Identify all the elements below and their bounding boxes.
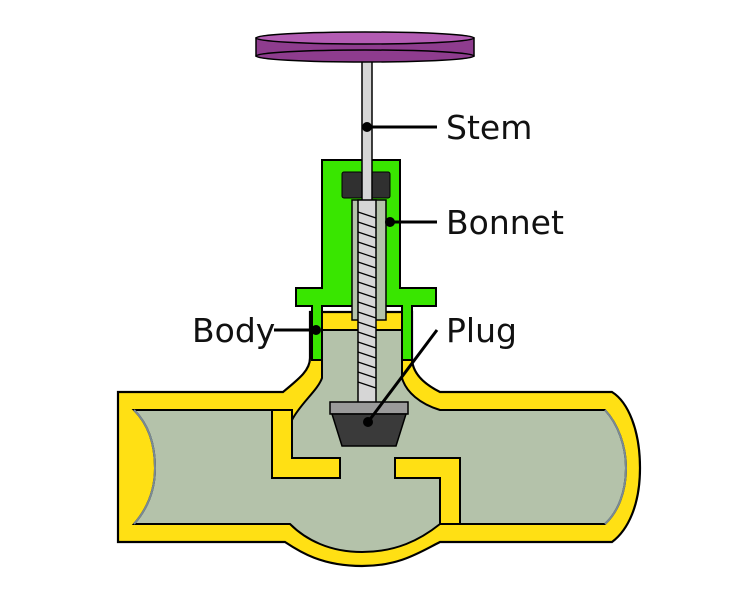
- label-stem: Stem: [446, 108, 532, 147]
- seat-wall-right: [394, 457, 461, 525]
- packing-left: [341, 171, 363, 199]
- plug-leader: [366, 329, 439, 423]
- pipe-end-left: [133, 409, 157, 525]
- label-bonnet: Bonnet: [446, 203, 564, 242]
- seat-wall-left: [271, 409, 341, 479]
- valve-stem: [357, 51, 377, 406]
- label-body: Body: [192, 311, 275, 350]
- stem-threads: [357, 211, 377, 389]
- label-plug: Plug: [446, 311, 517, 350]
- leader-lines: [274, 122, 439, 427]
- valve-plug: [329, 401, 409, 447]
- pipe-end-right: [604, 409, 628, 525]
- packing-right: [369, 171, 391, 199]
- handwheel: [255, 31, 475, 63]
